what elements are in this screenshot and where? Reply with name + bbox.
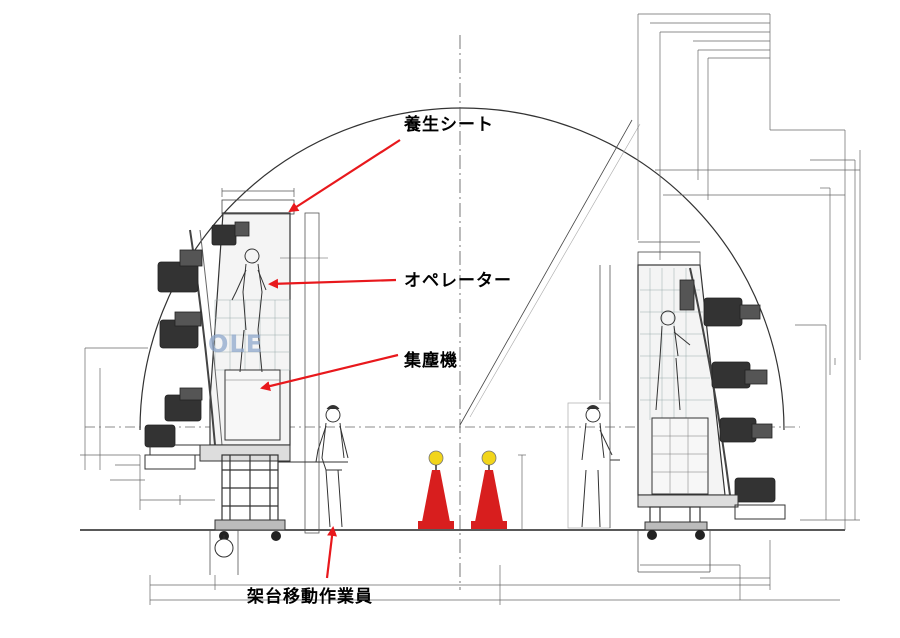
dimension-left [80,347,215,510]
right-dust-collector [651,417,709,495]
logo-watermark: OLE [208,330,264,358]
dimension-bottom [149,540,840,605]
worker-figure-icon-right [581,405,613,528]
left-dust-collector [224,369,281,441]
traffic-cone-icon [418,450,454,529]
arrow-icon-worker [325,526,338,579]
dimension-right-lower [795,324,860,530]
left-rig [144,188,348,575]
right-rig [567,241,786,573]
robot-arm-icon [144,221,250,448]
callout-protection-sheet: 養生シート [404,115,494,135]
traffic-cone-icon-2 [471,450,507,529]
callout-worker: 架台移動作業員 [247,587,373,607]
arrow-icon-dust-collector [260,353,399,391]
robot-arm-icon-right [679,279,776,503]
callout-dust-collector: 集塵機 [404,351,458,371]
left-scissor-lift [221,454,279,526]
operator-figure-icon [231,248,267,373]
arrow-icon-operator [268,278,397,289]
pit-lamp [214,538,234,558]
operator-figure-icon-right [655,310,691,411]
worker-figure-icon [315,405,349,528]
arrow-icon [288,139,401,213]
radius-line [459,119,633,426]
dimension-ladder-top-right [637,13,861,520]
radius-line-2 [469,123,641,418]
callout-operator: オペレーター [404,271,512,291]
